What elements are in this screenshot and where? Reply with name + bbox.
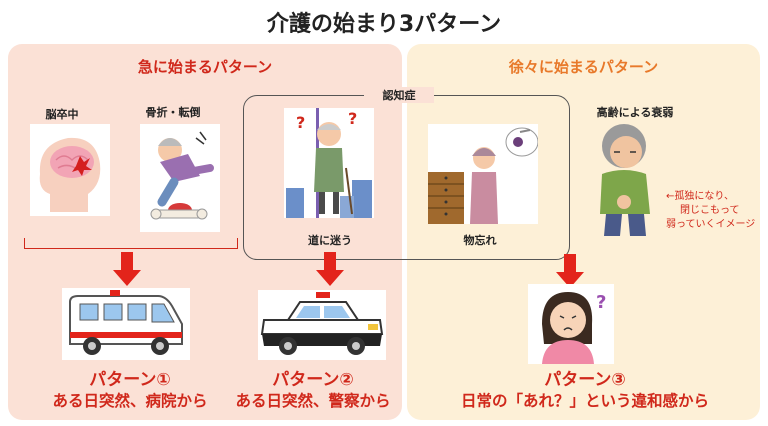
arrow-down-icon [113, 252, 141, 286]
sudden-bracket [24, 238, 238, 249]
pattern-2-name: パターン② [272, 370, 354, 390]
fracture-illustration [140, 124, 220, 232]
pattern-2-desc: ある日突然、警察から [235, 392, 391, 410]
arrow-down-icon [316, 252, 344, 286]
lost-label: 道に迷う [308, 234, 352, 247]
frailty-note-line-3: 弱っていくイメージ [666, 219, 756, 230]
dementia-label: 認知症 [364, 87, 434, 103]
svg-text:?: ? [348, 109, 357, 128]
pattern-3-name: パターン③ [544, 370, 626, 390]
worried-woman-illustration: ? [528, 284, 614, 364]
stroke-illustration [30, 124, 110, 216]
page-title: 介護の始まり3パターン [266, 12, 502, 37]
svg-text:?: ? [296, 113, 305, 132]
pattern-1-desc: ある日突然、病院から [52, 392, 208, 410]
pattern-3-desc: 日常の「あれ？」という違和感から [460, 392, 709, 410]
stroke-label: 脳卒中 [45, 108, 79, 121]
fracture-label: 骨折・転倒 [145, 106, 201, 119]
sudden-onset-heading: 急に始まるパターン [137, 58, 273, 76]
forgetfulness-label: 物忘れ [463, 234, 497, 247]
police-car-illustration [258, 290, 386, 360]
gradual-onset-heading: 徐々に始まるパターン [508, 58, 659, 76]
svg-text:?: ? [596, 292, 606, 313]
arrow-down-icon [556, 254, 584, 288]
frailty-note-line-2: 閉じこもって [680, 205, 740, 216]
pattern-2: パターン② ある日突然、警察から [218, 370, 408, 412]
frailty-illustration [584, 122, 664, 240]
lost-illustration: ? ? [284, 108, 374, 218]
frailty-note-line-1: ←孤独になり、 [666, 191, 734, 202]
frailty-label: 高齢による衰弱 [596, 106, 674, 119]
ambulance-illustration [62, 288, 190, 360]
pattern-1-name: パターン① [89, 370, 171, 390]
pattern-3: パターン③ 日常の「あれ？」という違和感から [420, 370, 750, 412]
pattern-1: パターン① ある日突然、病院から [12, 370, 248, 412]
frailty-note: ←孤独になり、 閉じこもって 弱っていくイメージ [666, 190, 755, 232]
forgetfulness-illustration [428, 124, 538, 224]
